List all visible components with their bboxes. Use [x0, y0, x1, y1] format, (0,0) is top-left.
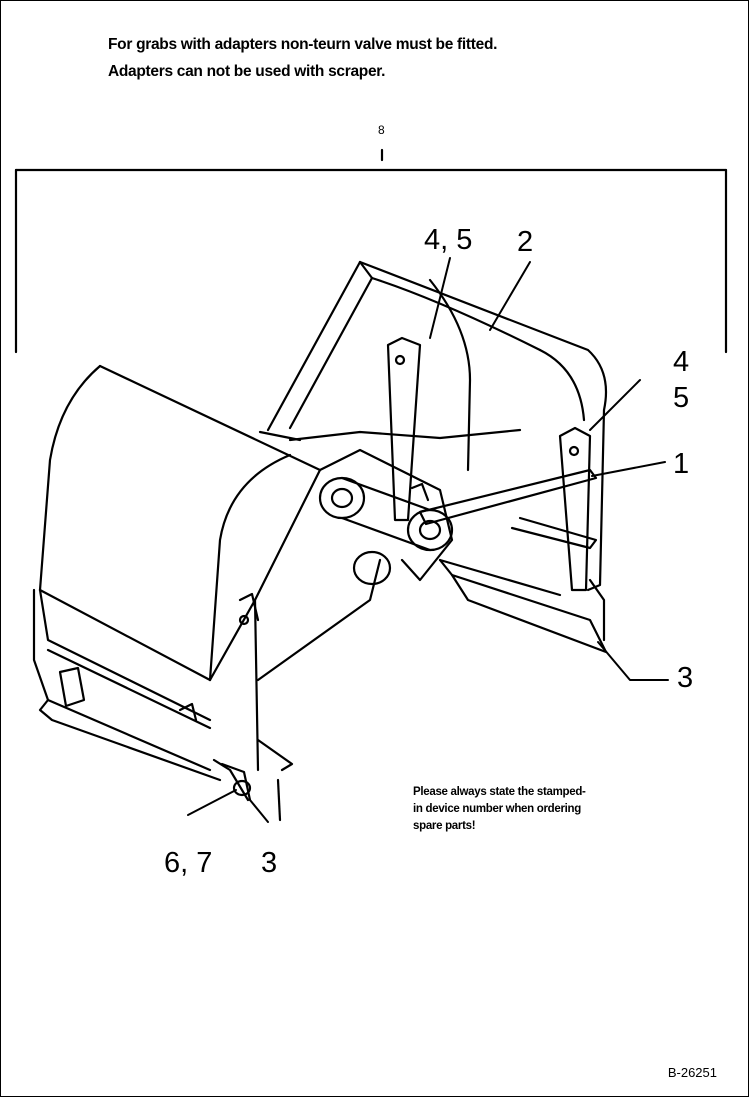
bottom-adapter-pins — [220, 762, 252, 802]
left-shell — [32, 364, 382, 822]
ordering-note: Please always state the stamped- in devi… — [413, 784, 653, 835]
figure-reference: B-26251 — [667, 1065, 717, 1080]
strut-arms — [288, 428, 598, 550]
ordering-note-line-1: Please always state the stamped- — [413, 786, 586, 798]
callout-4: 4 — [673, 346, 690, 378]
fitting-note-line-2: Adapters can not be used with scraper. — [108, 63, 386, 80]
right-shell — [266, 260, 608, 654]
callout-2: 2 — [517, 226, 534, 258]
callout-1: 1 — [673, 448, 690, 480]
right-adapters — [386, 336, 592, 592]
fitting-note-line-1: For grabs with adapters non-teurn valve … — [108, 36, 498, 53]
ordering-note-line-3: spare parts! — [413, 820, 476, 832]
dimension-label: 8 — [378, 123, 385, 137]
callout-3-right: 3 — [677, 662, 694, 694]
callout-4-5-top: 4, 5 — [424, 224, 473, 256]
callout-6-7: 6, 7 — [164, 847, 213, 879]
callout-3-bottom: 3 — [261, 847, 278, 879]
leader-lines — [187, 257, 669, 823]
ordering-note-line-2: in device number when ordering — [413, 803, 582, 815]
pivot-assembly — [318, 448, 454, 586]
dimension-bracket — [14, 148, 728, 354]
callout-5: 5 — [673, 382, 690, 414]
